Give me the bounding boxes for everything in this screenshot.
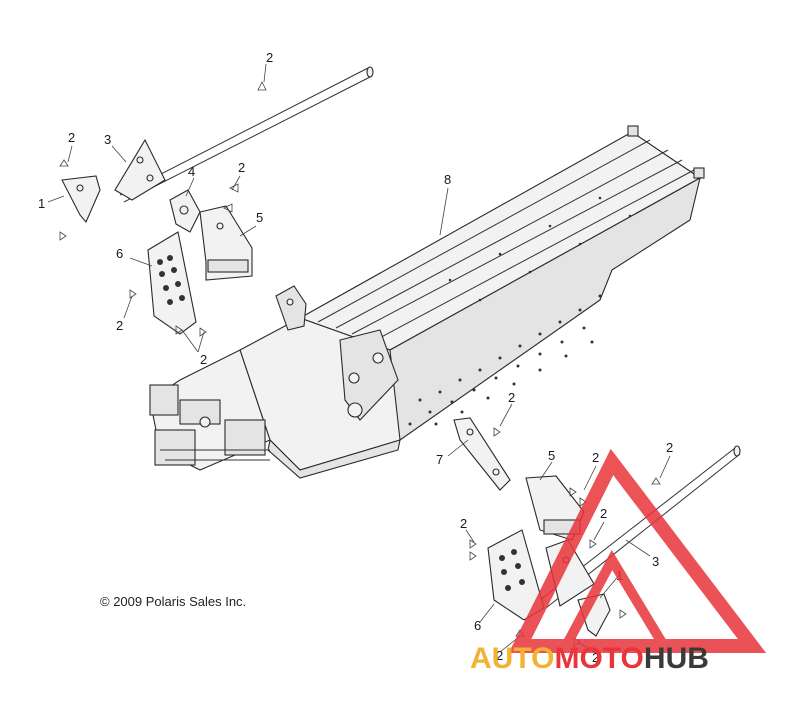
callout-7: 7 (436, 452, 443, 467)
tunnel-assembly (149, 125, 705, 479)
callout-2: 2 (460, 516, 467, 531)
callout-2: 2 (592, 450, 599, 465)
watermark-logo (508, 448, 767, 653)
callout-5: 5 (256, 210, 263, 225)
callout-2: 2 (266, 50, 273, 65)
left-bracket-5 (199, 205, 253, 281)
callout-6: 6 (116, 246, 123, 261)
tunnel-hole-pattern (408, 196, 632, 426)
copyright-text: © 2009 Polaris Sales Inc. (100, 594, 246, 609)
callout-2: 2 (116, 318, 123, 333)
callout-3: 3 (104, 132, 111, 147)
watermark-auto: AUTO (470, 642, 554, 675)
callout-5: 5 (548, 448, 555, 463)
left-bracket-4 (169, 189, 201, 233)
callout-2: 2 (592, 650, 599, 665)
left-bracket-1 (61, 175, 101, 224)
callout-6: 6 (474, 618, 481, 633)
callout-2: 2 (508, 390, 515, 405)
watermark-triangle-inner (557, 549, 673, 651)
callout-8: 8 (444, 172, 451, 187)
watermark-hub: HUB (644, 642, 709, 675)
left-steering-bar (114, 66, 374, 203)
svg-text:AUTOMOTOHUB: AUTOMOTOHUB (470, 642, 709, 675)
callout-1: 1 (38, 196, 45, 211)
callout-2: 2 (68, 130, 75, 145)
callout-2: 2 (600, 506, 607, 521)
watermark-moto: MOTO (554, 642, 643, 675)
left-footrest-6 (147, 231, 197, 335)
callout-2: 2 (200, 352, 207, 367)
callout-2: 2 (666, 440, 673, 455)
right-bracket-7 (453, 417, 511, 491)
leader-lines (47, 63, 671, 655)
callout-2: 2 (238, 160, 245, 175)
callout-2: 2 (496, 648, 503, 663)
callout-3: 3 (652, 554, 659, 569)
callout-4: 4 (188, 164, 195, 179)
